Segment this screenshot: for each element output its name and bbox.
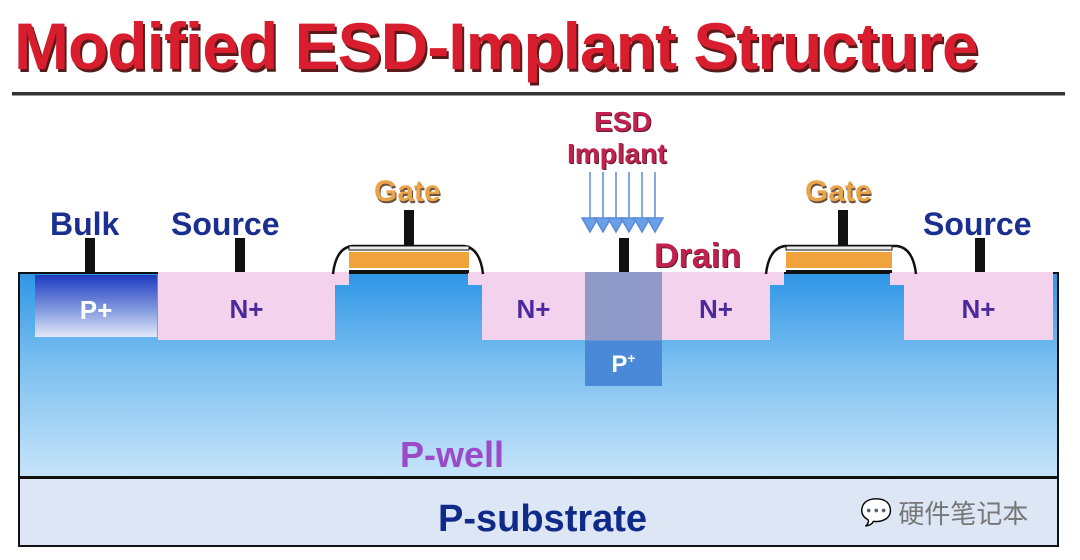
gate-right [764, 244, 918, 275]
p-substrate-region [18, 477, 1059, 547]
page-title: Modified ESD-Implant Structure [14, 9, 979, 83]
watermark-text: 硬件笔记本 [898, 499, 1029, 529]
gate-left [331, 244, 485, 275]
source-n-plus-label: N+ [229, 294, 264, 324]
drain-n-plus-region: N+ [662, 272, 770, 340]
watermark: 💬 硬件笔记本 [860, 494, 1028, 531]
gate-left-ldd-right [468, 272, 482, 285]
source-left-contact [235, 238, 245, 272]
esd-p-label: P [611, 351, 628, 378]
bulk-contact [85, 238, 95, 274]
implant-arrow-icon [645, 172, 665, 234]
gate-left-contact [404, 210, 414, 246]
source-right-contact [975, 238, 985, 272]
gate-right-label: Gate [805, 175, 872, 208]
implant-arrow-icon [606, 172, 626, 234]
esd-p-sup: + [627, 350, 636, 366]
esd-p-plus-implant-region: P+ [585, 272, 662, 386]
source-n-plus-region: N+ [158, 272, 335, 340]
p-well-label: P-well [400, 434, 505, 475]
gate-right-ldd [770, 272, 784, 285]
implant-arrow-icon [593, 172, 613, 234]
gate-left-oxide [349, 270, 469, 273]
source-left-label: Source [171, 206, 280, 242]
gate-right-cap [785, 245, 893, 251]
gate-right-oxide [786, 270, 892, 273]
middle-n-plus-region: N+ [482, 272, 585, 340]
implant-arrow-icon [632, 172, 652, 234]
source-right-n-plus-label: N+ [961, 294, 996, 324]
gate-left-label: Gate [374, 175, 441, 208]
title-divider [12, 92, 1065, 96]
gate-left-poly [349, 252, 469, 268]
drain-n-plus-label: N+ [699, 294, 733, 324]
esd-p-plus-label: P+ [585, 350, 662, 379]
drain-label: Drain [654, 237, 741, 275]
middle-n-plus-label: N+ [516, 294, 551, 324]
gate-left-ldd [335, 272, 349, 285]
implant-arrow-icon [619, 172, 639, 234]
implant-label: Implant [567, 138, 667, 169]
bulk-label: Bulk [50, 206, 120, 242]
implant-arrow-icon [580, 172, 600, 234]
source-right-label: Source [923, 206, 1032, 242]
esd-implant-arrows [580, 172, 665, 234]
esd-label: ESD [594, 106, 652, 137]
gate-right-poly [786, 252, 892, 268]
source-right-n-plus-region: N+ [904, 272, 1053, 340]
wechat-icon: 💬 [860, 497, 893, 527]
gate-right-ldd-right [890, 272, 904, 285]
gate-right-contact [838, 210, 848, 246]
bulk-p-plus-region: P+ [35, 275, 157, 337]
bulk-p-plus-label: P+ [79, 295, 113, 325]
p-substrate-label: P-substrate [438, 498, 648, 540]
drain-contact [619, 238, 629, 272]
gate-left-cap [348, 245, 470, 251]
